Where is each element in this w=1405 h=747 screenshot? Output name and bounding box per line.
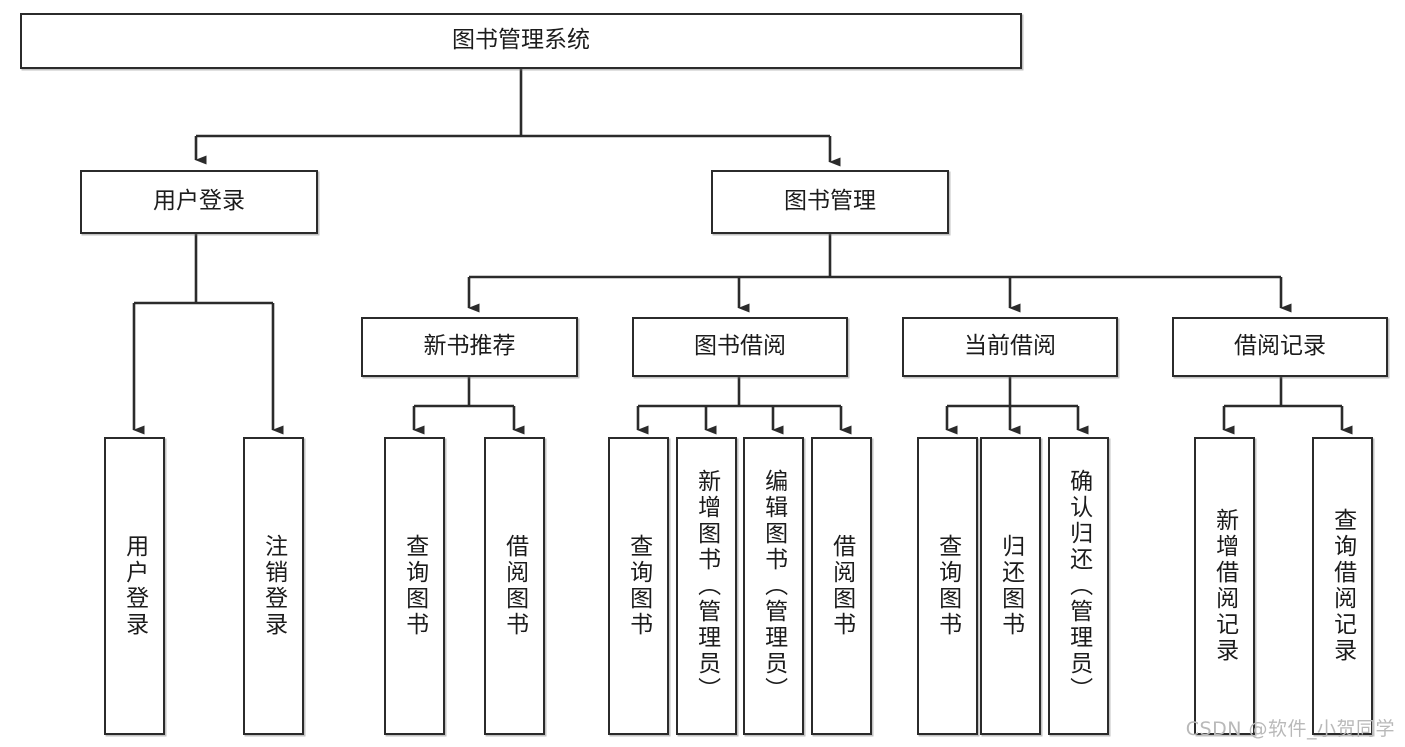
node-borrow-record-label: 借阅记录: [1234, 333, 1326, 360]
node-current-borrow[interactable]: 当前借阅: [902, 317, 1118, 377]
node-leaf-br-add[interactable]: 新增借阅记录: [1194, 437, 1255, 735]
node-leaf-rec-borrow-label: 借阅图书: [501, 534, 528, 638]
node-leaf-cb-return[interactable]: 归还图书: [980, 437, 1041, 735]
node-leaf-rec-query[interactable]: 查询图书: [384, 437, 445, 735]
node-new-book-rec[interactable]: 新书推荐: [361, 317, 578, 377]
node-book-manage-label: 图书管理: [784, 188, 876, 215]
node-leaf-logout-label: 注销登录: [260, 534, 287, 638]
node-leaf-bb-add-label: 新增图书（管理员）: [693, 469, 720, 703]
node-book-borrow-label: 图书借阅: [694, 333, 786, 360]
node-user-login-label: 用户登录: [153, 188, 245, 215]
node-root-label: 图书管理系统: [452, 27, 590, 54]
node-leaf-cb-return-label: 归还图书: [997, 534, 1024, 638]
node-leaf-bb-edit[interactable]: 编辑图书（管理员）: [743, 437, 804, 735]
node-leaf-bb-query-label: 查询图书: [625, 534, 652, 638]
node-new-book-rec-label: 新书推荐: [423, 333, 516, 360]
node-book-manage[interactable]: 图书管理: [711, 170, 949, 234]
node-borrow-record[interactable]: 借阅记录: [1172, 317, 1388, 377]
node-leaf-br-query-label: 查询借阅记录: [1329, 508, 1356, 664]
node-leaf-rec-borrow[interactable]: 借阅图书: [484, 437, 545, 735]
node-leaf-rec-query-label: 查询图书: [401, 534, 428, 638]
node-leaf-bb-query[interactable]: 查询图书: [608, 437, 669, 735]
watermark-text: CSDN @软件_小贺同学: [1185, 718, 1395, 740]
node-leaf-br-add-label: 新增借阅记录: [1211, 508, 1238, 664]
node-root[interactable]: 图书管理系统: [20, 13, 1022, 69]
node-leaf-user-login-label: 用户登录: [121, 534, 148, 638]
node-leaf-cb-confirm-label: 确认归还（管理员）: [1065, 469, 1092, 703]
node-leaf-bb-edit-label: 编辑图书（管理员）: [760, 469, 787, 703]
node-user-login[interactable]: 用户登录: [80, 170, 318, 234]
node-leaf-bb-borrow[interactable]: 借阅图书: [811, 437, 872, 735]
node-book-borrow[interactable]: 图书借阅: [632, 317, 848, 377]
node-leaf-bb-borrow-label: 借阅图书: [828, 534, 855, 638]
node-leaf-cb-query-label: 查询图书: [934, 534, 961, 638]
node-leaf-user-login[interactable]: 用户登录: [104, 437, 165, 735]
node-leaf-logout[interactable]: 注销登录: [243, 437, 304, 735]
node-leaf-cb-query[interactable]: 查询图书: [917, 437, 978, 735]
node-leaf-bb-add[interactable]: 新增图书（管理员）: [676, 437, 737, 735]
node-current-borrow-label: 当前借阅: [964, 333, 1056, 360]
node-leaf-cb-confirm[interactable]: 确认归还（管理员）: [1048, 437, 1109, 735]
node-leaf-br-query[interactable]: 查询借阅记录: [1312, 437, 1373, 735]
